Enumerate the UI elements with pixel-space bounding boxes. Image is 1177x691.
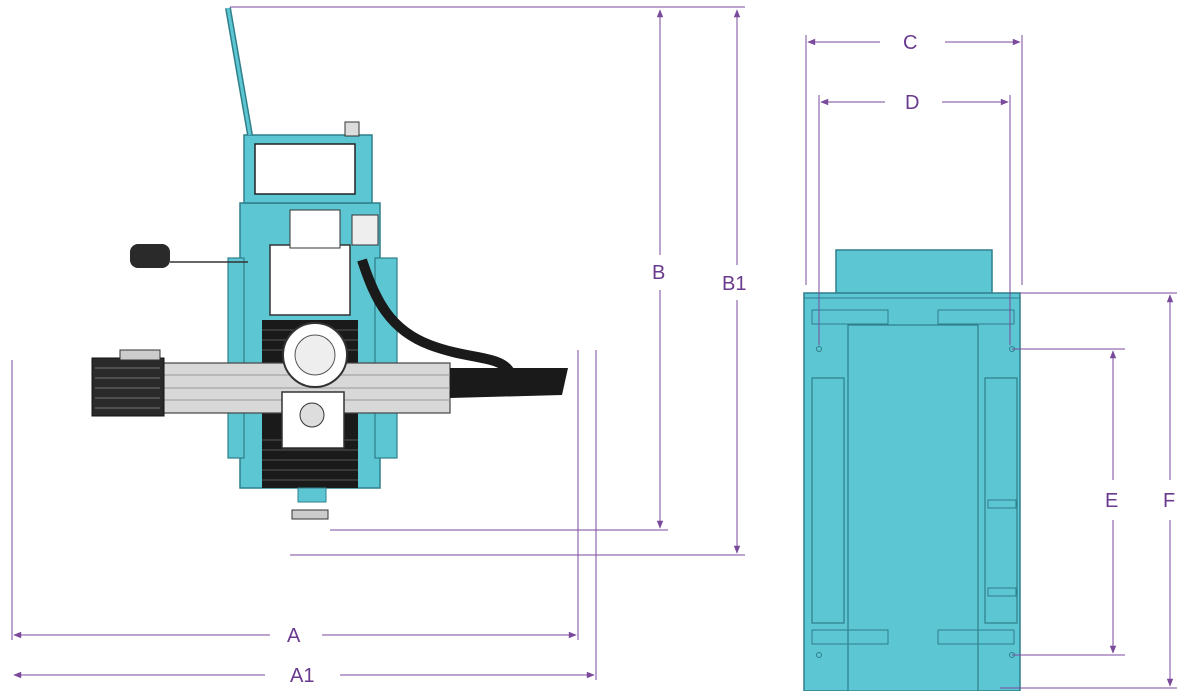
base-top-block — [835, 249, 993, 296]
dial-gauge — [130, 244, 170, 268]
mill-top-view — [91, 7, 568, 520]
base-side-view — [803, 249, 1021, 691]
spindle-head — [269, 244, 351, 316]
dimension-lines-left: B B1 A A1 — [11, 6, 746, 687]
table-right-guard — [450, 368, 568, 398]
front-handwheel — [291, 509, 329, 520]
front-handwheel-mount — [297, 487, 327, 503]
switch-box — [351, 214, 379, 246]
label-a: A — [287, 625, 301, 647]
label-e: E — [1105, 490, 1118, 512]
spindle-motor-top — [289, 209, 341, 249]
label-b: B — [652, 262, 665, 284]
power-cable — [357, 258, 515, 376]
label-a1: A1 — [290, 665, 314, 687]
label-c: C — [903, 32, 917, 54]
column-right-flange — [374, 257, 398, 459]
x-axis-motor — [91, 357, 165, 417]
control-box-panel — [254, 143, 356, 195]
base-inner-panel — [847, 324, 979, 691]
control-box-knob — [344, 121, 360, 137]
dimension-lines-right: C D E F — [805, 32, 1177, 689]
column-left-flange — [227, 257, 245, 459]
label-b1: B1 — [722, 273, 746, 295]
label-d: D — [905, 92, 919, 114]
motor-terminal — [119, 349, 161, 361]
label-f: F — [1163, 490, 1175, 512]
left-rail — [811, 377, 845, 624]
right-rail — [984, 377, 1018, 624]
